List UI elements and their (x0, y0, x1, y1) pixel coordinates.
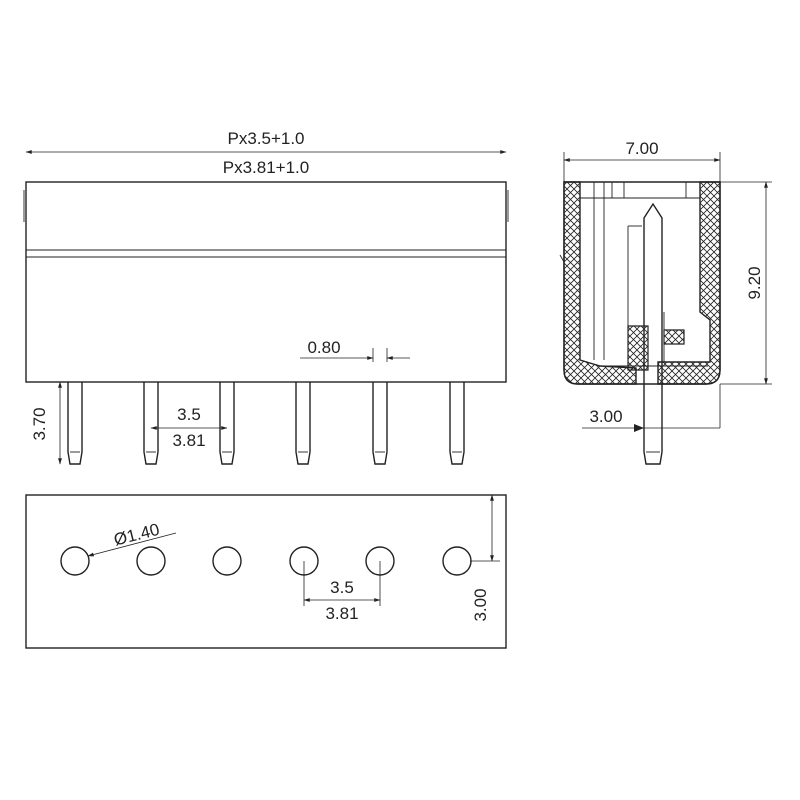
hole-diameter-label: Ø1.40 (112, 520, 162, 550)
pin-offset-label: 3.00 (589, 407, 622, 426)
side-view: 7.00 9.20 3.00 (559, 139, 772, 465)
front-view: Px3.5+1.0 Px3.81+1.0 0.80 (23, 129, 509, 465)
side-pin (643, 202, 663, 465)
pin (449, 382, 465, 465)
hole-pitch-label-2: 3.81 (325, 604, 358, 623)
side-housing-outline (563, 181, 721, 385)
housing-latch-mark (559, 254, 565, 263)
pin (295, 382, 311, 465)
hole-diameter-leader (87, 532, 177, 557)
pin (67, 382, 83, 465)
pin-offset-arrow (634, 424, 644, 432)
pin (372, 382, 388, 465)
pin-width-label: 0.80 (307, 338, 340, 357)
pin-retention-block (627, 325, 649, 371)
pin-pitch-label-2: 3.81 (172, 431, 205, 450)
height-label: 9.20 (745, 266, 764, 299)
edge-offset-label: 3.00 (471, 588, 490, 621)
housing-body (25, 181, 507, 383)
pin (219, 382, 235, 465)
pin-hole (136, 546, 166, 576)
hole-pitch-label-1: 3.5 (330, 578, 354, 597)
pin-hole (212, 546, 242, 576)
bottom-view: Ø1.40 3.5 3.81 3.00 (25, 494, 507, 649)
overall-width-label-2: Px3.81+1.0 (223, 158, 310, 177)
latch-block (663, 329, 685, 345)
pin-pitch-label-1: 3.5 (177, 405, 201, 424)
depth-label: 7.00 (625, 139, 658, 158)
bottom-housing-outline (25, 494, 507, 649)
pin-hole (60, 546, 90, 576)
housing-right-wall (657, 181, 721, 385)
front-pins (67, 382, 465, 465)
pin (143, 382, 159, 465)
overall-width-label-1: Px3.5+1.0 (227, 129, 304, 148)
pin-hole (442, 546, 472, 576)
pin-length-label: 3.70 (30, 407, 49, 440)
housing-left-wall (563, 181, 637, 385)
